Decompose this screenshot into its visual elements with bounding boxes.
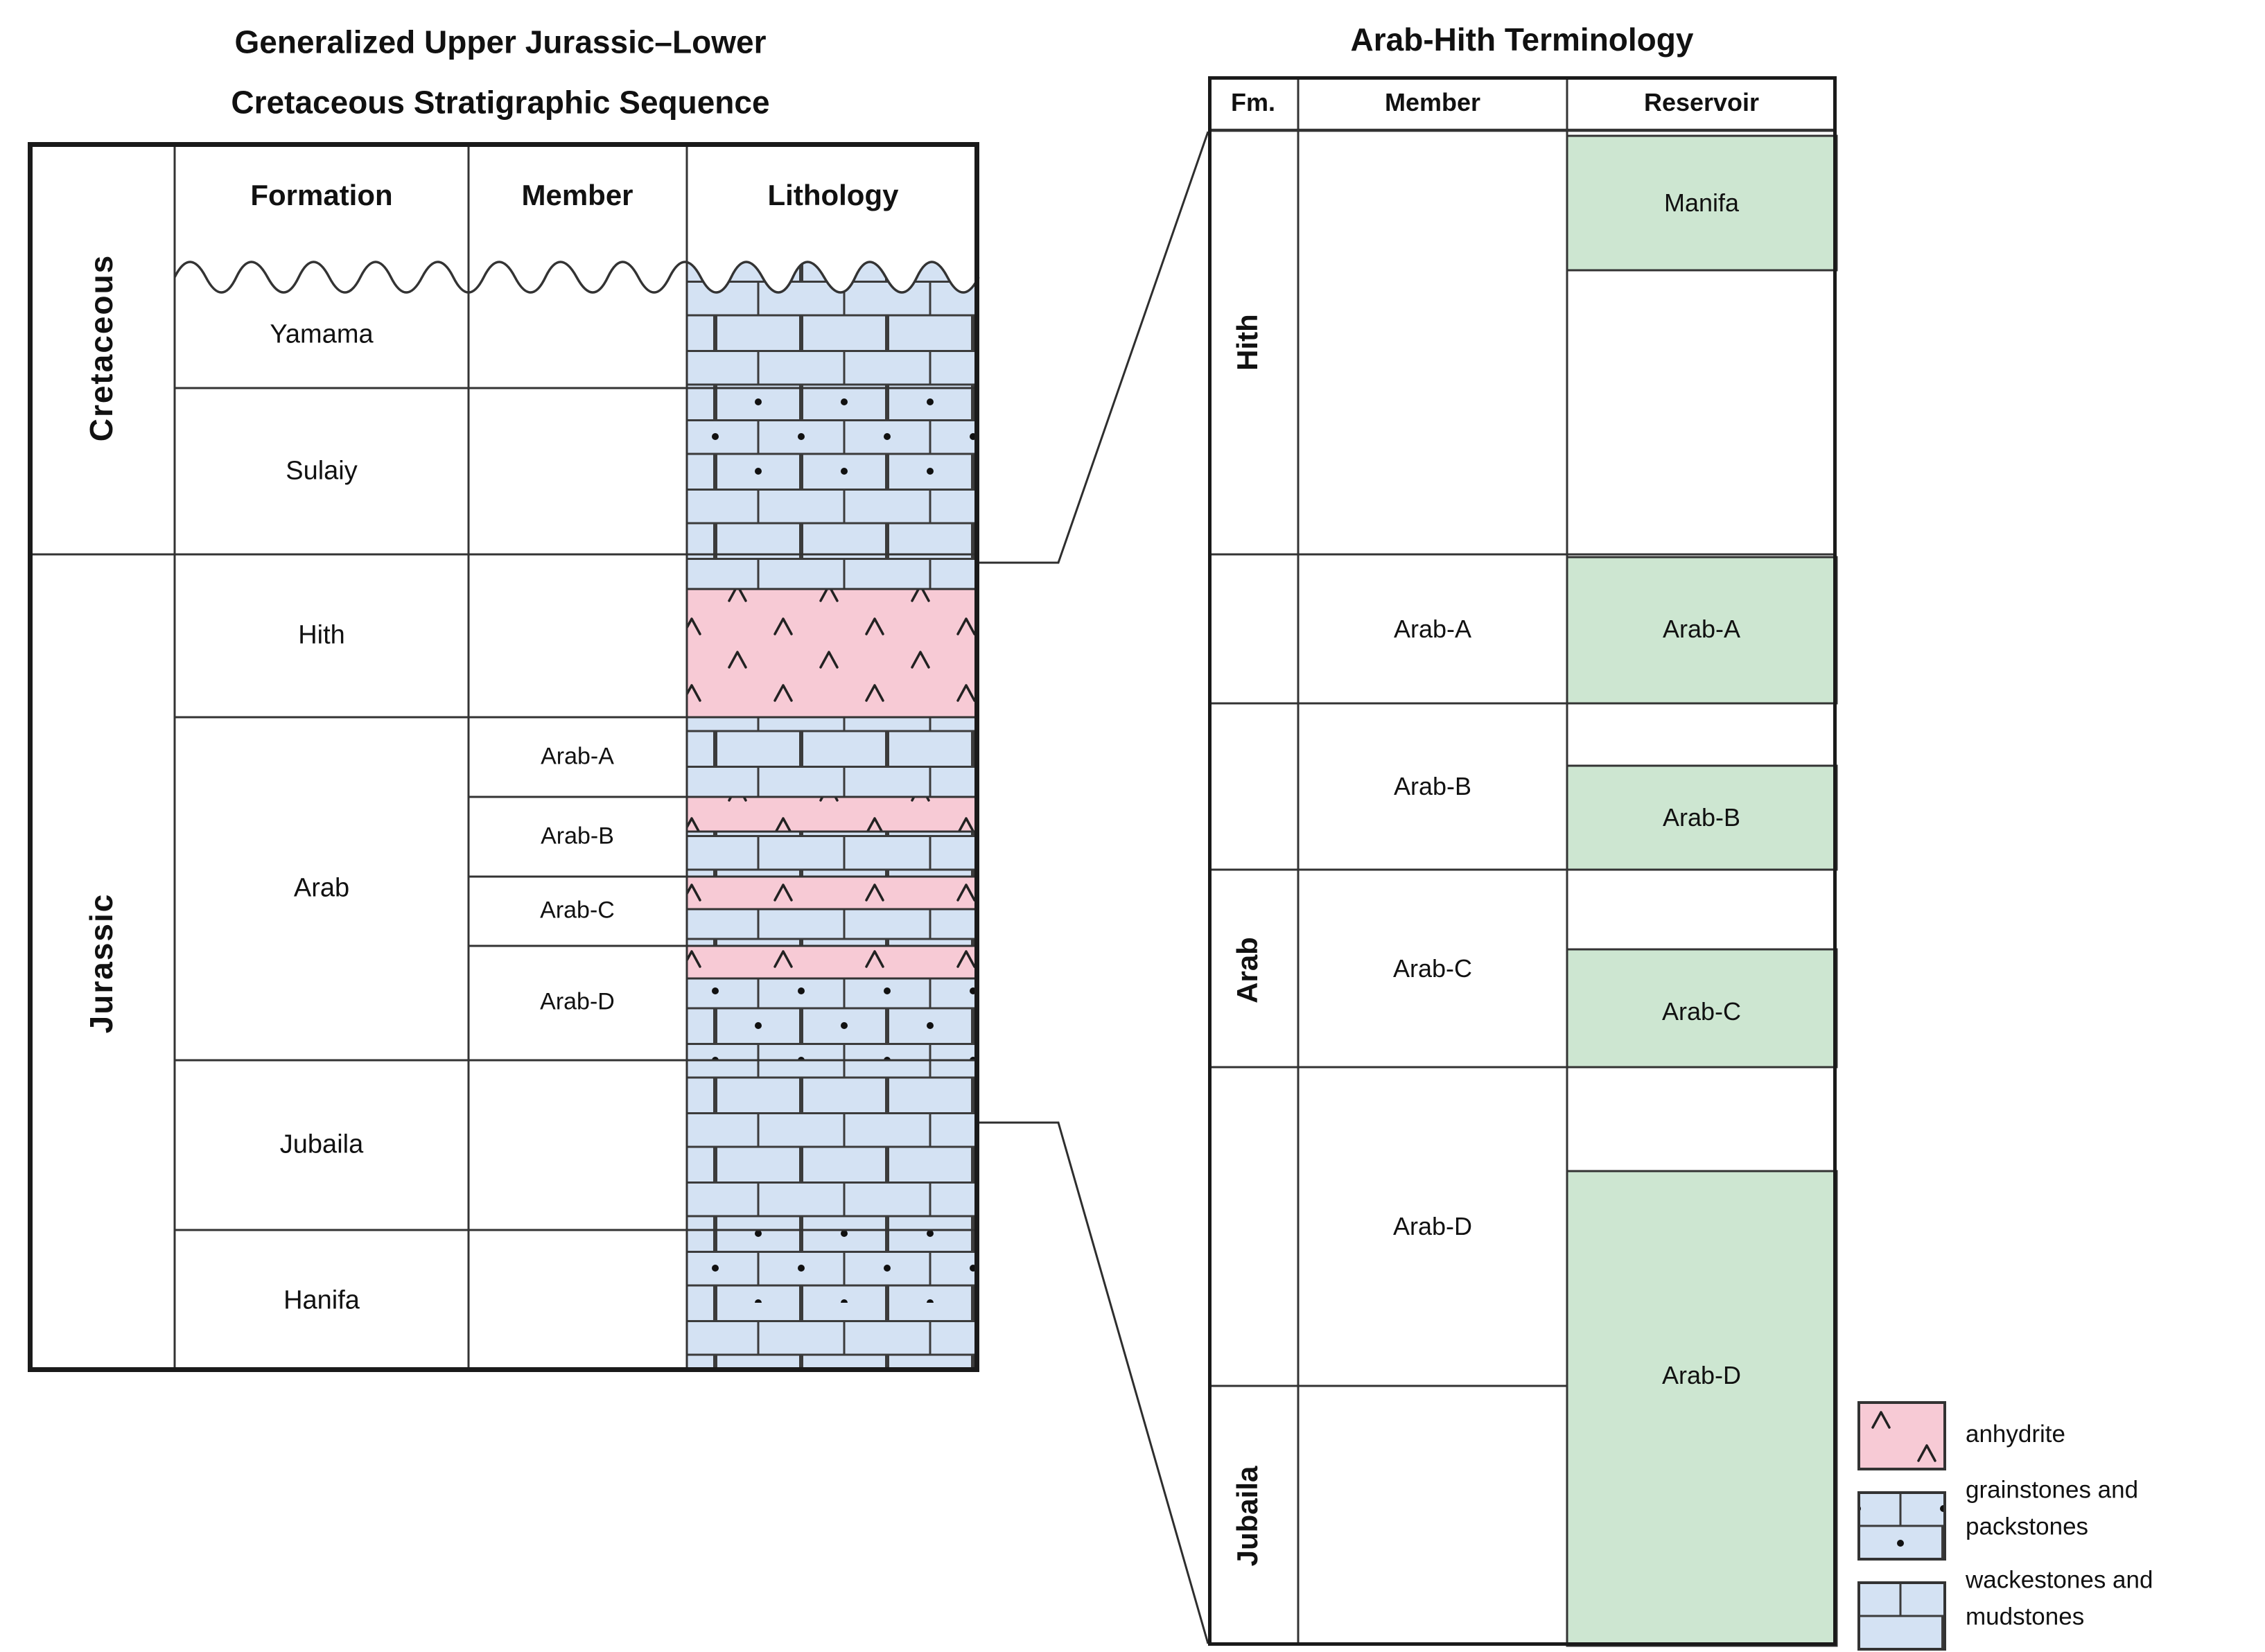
left-chart-title: Generalized Upper Jurassic–Lower Cretace… xyxy=(231,12,769,134)
reservoir-label-arab-b: Arab-B xyxy=(1662,803,1741,832)
period-label-cretaceous: Cretaceous xyxy=(83,254,119,442)
legend-swatch-anhydrite xyxy=(1857,1401,1946,1470)
legend-label-anhydrite: anhydrite xyxy=(1966,1420,2065,1448)
member-label-arab-a: Arab-A xyxy=(541,743,614,770)
right-table-graphic xyxy=(1208,76,1838,1647)
reservoir-box-manifa xyxy=(1566,134,1838,272)
formation-label-hanifa: Hanifa xyxy=(283,1285,360,1315)
right-fm-label-arab: Arab xyxy=(1231,937,1263,1003)
formation-label-yamama: Yamama xyxy=(270,319,374,349)
legend-label-grainstones-packstones: grainstones and packstones xyxy=(1966,1476,2139,1540)
connector-upper xyxy=(979,131,1209,564)
legend-swatch-wackestones-mudstones xyxy=(1857,1581,1946,1651)
formation-label-sulaiy: Sulaiy xyxy=(286,456,358,486)
unconformity-wavy-line xyxy=(173,261,980,294)
formation-label-jubaila: Jubaila xyxy=(279,1130,364,1159)
left-header-member: Member xyxy=(521,179,633,211)
right-member-label-arab-d: Arab-D xyxy=(1392,1212,1473,1240)
right-chart-title: Arab-Hith Terminology xyxy=(1350,21,1694,58)
member-label-arab-d: Arab-D xyxy=(540,988,615,1015)
connector-lines xyxy=(979,131,1209,1644)
right-header-fm: Fm. xyxy=(1230,88,1276,116)
member-label-arab-b: Arab-B xyxy=(541,823,614,850)
connector-lower xyxy=(979,1121,1209,1644)
left-header-lithology: Lithology xyxy=(767,179,899,211)
reservoir-label-manifa: Manifa xyxy=(1663,188,1740,217)
reservoir-box-arab-a xyxy=(1566,556,1838,705)
formation-label-hith: Hith xyxy=(298,620,345,650)
legend-label-wackestones-mudstones: wackestones and mudstones xyxy=(1966,1566,2153,1631)
reservoir-label-arab-a: Arab-A xyxy=(1662,615,1741,643)
right-member-label-arab-a: Arab-A xyxy=(1393,615,1472,643)
left-chart-title-line1: Generalized Upper Jurassic–Lower xyxy=(234,24,767,60)
period-label-jurassic: Jurassic xyxy=(83,893,119,1034)
right-member-label-arab-c: Arab-C xyxy=(1392,954,1473,983)
right-header-reservoir: Reservoir xyxy=(1643,88,1760,116)
formation-label-arab: Arab xyxy=(293,873,350,903)
right-fm-label-jubaila: Jubaila xyxy=(1231,1466,1263,1567)
legend-swatch-grainstones-packstones xyxy=(1857,1491,1946,1561)
left-header-formation: Formation xyxy=(250,179,393,211)
member-label-arab-c: Arab-C xyxy=(540,897,615,924)
reservoir-label-arab-d: Arab-D xyxy=(1661,1361,1742,1389)
left-table-graphic xyxy=(28,142,980,1372)
right-header-member: Member xyxy=(1384,88,1481,116)
reservoir-label-arab-c: Arab-C xyxy=(1661,997,1742,1026)
right-member-label-arab-b: Arab-B xyxy=(1393,772,1472,800)
unconformity-white-mask xyxy=(175,222,979,292)
right-fm-label-hith: Hith xyxy=(1231,314,1263,371)
reservoir-box-arab-d xyxy=(1566,1170,1838,1647)
left-chart-title-line2: Cretaceous Stratigraphic Sequence xyxy=(231,85,770,121)
